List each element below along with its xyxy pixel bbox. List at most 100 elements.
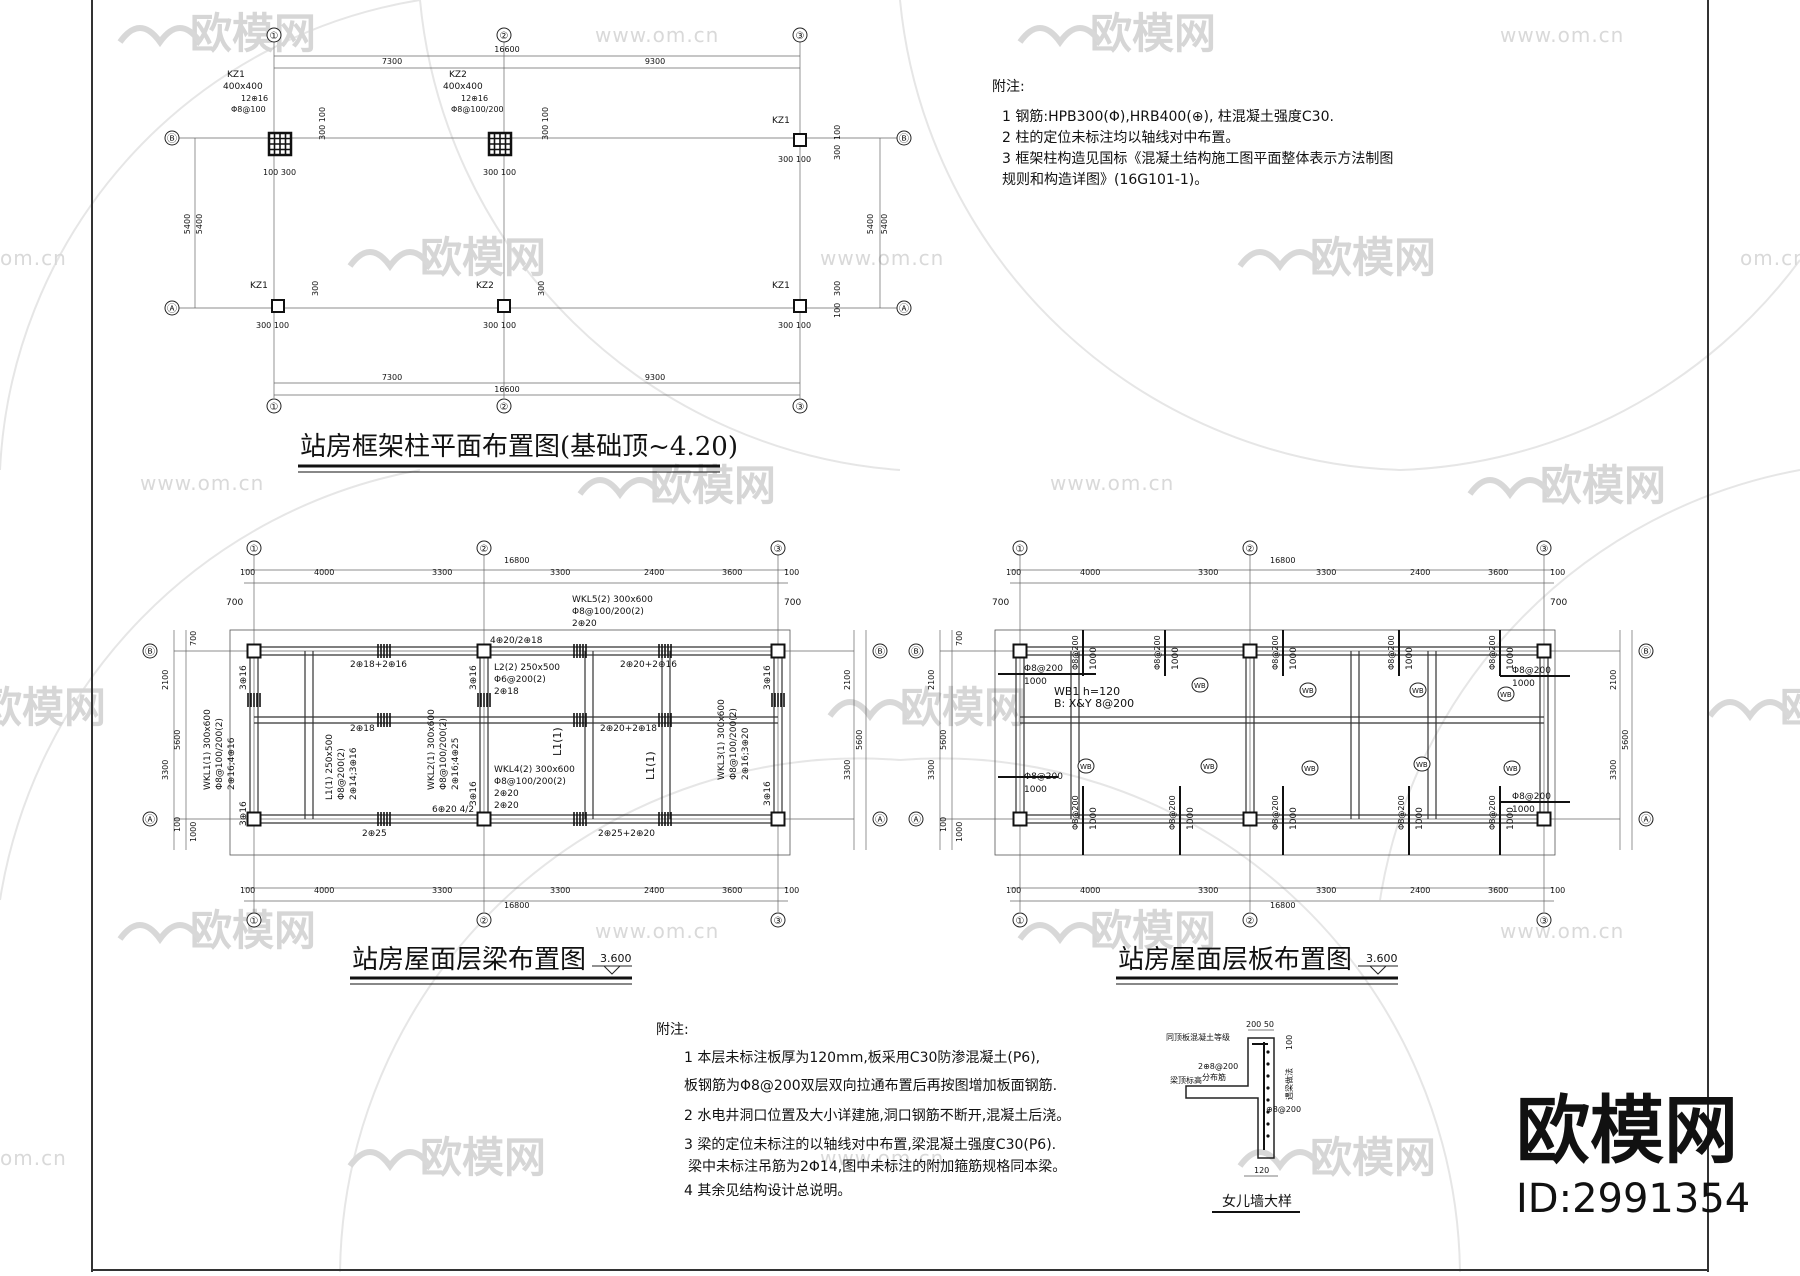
plan2-dim-bottom-2: 3300 <box>432 886 452 895</box>
plan2-dim-right-1: 2100 <box>843 670 852 690</box>
column-kz2-a2 <box>497 299 511 313</box>
plan3-dim-top-2: 3300 <box>1198 568 1218 577</box>
watermark-logo: 欧模网 <box>650 461 776 510</box>
parapet-rebar-dots <box>1266 1050 1270 1138</box>
parapet-dim-side-text: 100 <box>1285 1035 1294 1050</box>
watermark-url: www.om.cn <box>820 1146 944 1170</box>
label-b6: 2⊕25+2⊕20 <box>598 829 655 839</box>
plan2-bubble-top-1-label: ① <box>250 544 259 555</box>
watermark-url: www.om.cn <box>1500 919 1624 943</box>
general-notes: 附注: 1 本层未标注板厚为120mm,板采用C30防渗混凝土(P6), 板钢筋… <box>656 1022 1070 1199</box>
plan1-note-1: 1 钢筋:HPB300(Φ),HRB400(⊕), 柱混凝土强度C30. <box>1002 108 1334 125</box>
plan3-column-b1 <box>1012 643 1028 659</box>
label-b4: 2⊕20 <box>494 801 519 811</box>
plan3-dim-top-6: 100 <box>1550 568 1565 577</box>
kz1-label-a3: KZ1 <box>772 281 790 291</box>
plan3-bubble-top-2-circle <box>1242 540 1258 556</box>
watermark-logo: 欧模网 <box>1780 683 1800 732</box>
plan3-rebar-label-top: Φ8@200 <box>1071 635 1080 670</box>
plan3-wb-mark <box>1077 758 1095 774</box>
plan3-dim-top-5: 3600 <box>1488 568 1508 577</box>
plan3-dim-total-top: 16800 <box>1270 556 1295 565</box>
label-wkl4b: Φ8@100/200(2) <box>494 777 566 787</box>
watermark-emblem <box>1017 922 1103 945</box>
plan2-beam-labels: WKL5(2) 300x600 Φ8@100/200(2) 2⊕20 4⊕20/… <box>203 595 773 839</box>
dim-a2-offset: 300 100 <box>483 321 516 330</box>
watermark-logo: 欧模网 <box>900 683 1026 732</box>
plan1-bubble-bottom-2-label: ② <box>500 402 509 413</box>
plan3-columns <box>1012 643 1552 827</box>
parapet-rebar-dot <box>1266 1050 1270 1054</box>
plan1-title: 站房框架柱平面布置图(基础顶~4.20) <box>300 432 738 462</box>
dim-a1-offset: 300 100 <box>256 321 289 330</box>
watermark-logo: 欧模网 <box>1310 1133 1436 1182</box>
plan3-side-bar-len: 1000 <box>1024 677 1047 687</box>
plan2-dim-top-4: 2400 <box>644 568 664 577</box>
plan3-rebar-label-bottom: Φ8@200 <box>1488 795 1497 830</box>
label-l2: L2(2) 250x500 <box>494 663 560 673</box>
plan1-dim-right-top: 9300 <box>645 57 665 66</box>
plan2-bubble-bottom-3-label: ③ <box>774 916 783 927</box>
plan3-bubble-top-3-circle <box>1536 540 1552 556</box>
brand-id: ID:2991354 <box>1516 1176 1750 1222</box>
watermark-logo: 欧模网 <box>0 683 106 732</box>
parapet-rebar-dot <box>1266 1134 1270 1138</box>
plan3-bubble-left-a-label: Ⓐ <box>911 814 921 826</box>
plan2-dim-left-1: 2100 <box>161 670 170 690</box>
dim-a2-vert: 300 <box>537 281 546 296</box>
parapet-rebar-dot <box>1266 1062 1270 1066</box>
parapet-detail: 200 50 120 100 同顶板混凝土等级 2⊕8@200 分布筋 梁顶标高… <box>1166 1020 1301 1213</box>
label-wkl3b: Φ8@100/200(2) <box>729 708 739 780</box>
plan2-dim-bottom-4: 2400 <box>644 886 664 895</box>
plan3-bubble-top-3-label: ③ <box>1540 544 1549 555</box>
plan3-slab-outline <box>994 629 1556 856</box>
watermark-emblem <box>1237 249 1323 272</box>
column-kz1-a1 <box>271 299 285 313</box>
plan3-bubble-right-a-label: Ⓐ <box>1641 814 1651 826</box>
note-5: 梁中未标注吊筋为2Φ14,图中未标注的附加箍筋规格同本梁。 <box>688 1158 1066 1175</box>
watermark-url: www.om.cn <box>1050 471 1174 495</box>
plan2-dim-bottom-1: 4000 <box>314 886 334 895</box>
plan3-dim-left-top: 700 <box>955 631 964 646</box>
label-s316-c: 3⊕16 <box>469 665 479 690</box>
plan3-elevation: 3.600 <box>1366 952 1398 965</box>
plan2-bubble-bottom-3-circle <box>770 912 786 928</box>
watermark-url: www.om.cn <box>140 471 264 495</box>
plan1-bubble-bottom-3-label: ③ <box>796 402 805 413</box>
plan3-dim-left-edge: 100 <box>939 817 948 832</box>
label-wkl5: WKL5(2) 300x600 <box>572 595 653 605</box>
plan2-bubble-bottom-1-label: ① <box>250 916 259 927</box>
label-b2: 2⊕20+2⊕18 <box>600 724 657 734</box>
plan3-dim-left-2: 3300 <box>927 760 936 780</box>
plan3-wb-mark <box>1191 677 1209 693</box>
plan2-bubble-bottom-2-circle <box>476 912 492 928</box>
plan2-dim-bottom-6: 100 <box>784 886 799 895</box>
plan3-dim-total-bottom: 16800 <box>1270 901 1295 910</box>
plan2-bubble-top-3-label: ③ <box>774 544 783 555</box>
plan1-bubble-right-a-label: Ⓐ <box>899 303 909 315</box>
label-l2b: Φ6@200(2) <box>494 675 546 685</box>
plan2-dim-top-1: 4000 <box>314 568 334 577</box>
note-4: 3 梁的定位未标注的以轴线对中布置,梁混凝土强度C30(P6). <box>684 1137 1056 1153</box>
plan3-rebar-label-top: Φ8@200 <box>1387 635 1396 670</box>
watermark-url: www.om.cn <box>1500 23 1624 47</box>
plan3-column-a3 <box>1536 811 1552 827</box>
plan2-elevation-mark <box>592 965 632 975</box>
dim-a3-offset: 300 100 <box>778 321 811 330</box>
watermark-logo: 欧模网 <box>420 233 546 282</box>
plan3-bubble-left-a-circle <box>908 811 924 827</box>
plan3-bubble-bottom-2-circle <box>1242 912 1258 928</box>
label-b5: 2⊕25 <box>362 829 387 839</box>
label-s316-e: 3⊕16 <box>763 665 773 690</box>
plan3-dim-bottom-2: 3300 <box>1198 886 1218 895</box>
plan3-side-bar-len-2: 1000 <box>1024 785 1047 795</box>
label-l1-right: L1(1) <box>644 751 657 780</box>
label-wkl5b: Φ8@100/200(2) <box>572 607 644 617</box>
watermark-emblem <box>1467 477 1553 500</box>
label-wkl2b: Φ8@100/200(2) <box>439 718 449 790</box>
plan1-notes-head: 附注: <box>992 79 1025 95</box>
plan2-dim-bottom-5: 3600 <box>722 886 742 895</box>
plan3-wb-mark <box>1200 758 1218 774</box>
